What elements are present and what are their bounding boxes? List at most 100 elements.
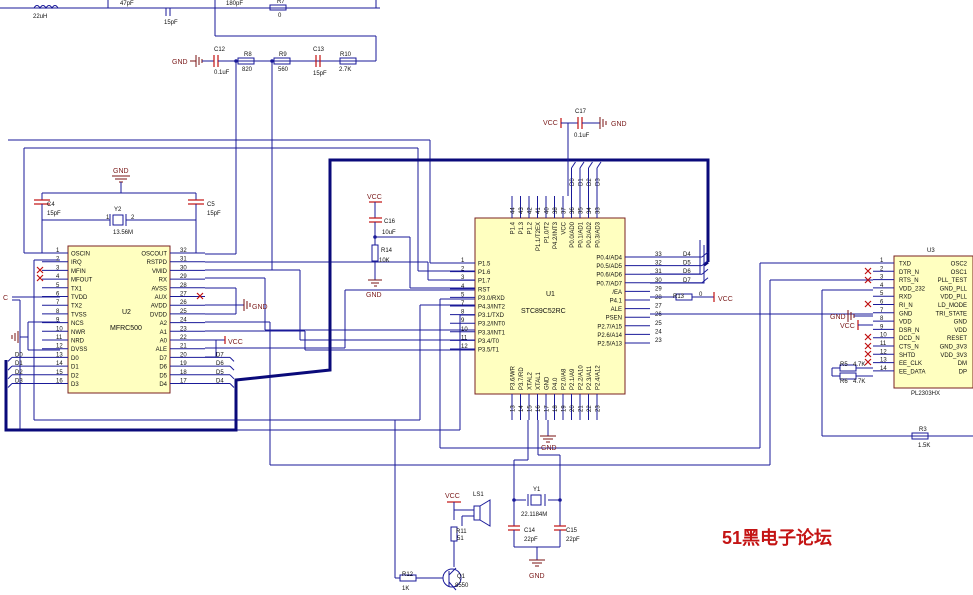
u1-pin-number: 18 [553,405,559,412]
u2-pin-label: OSCIN [71,252,90,258]
inductor-value: 22uH [33,14,47,20]
u2-no-connect-marks [36,266,204,300]
u3-pin-label-right: OSC2 [951,262,968,268]
u1-pin-number: 27 [655,304,662,310]
u3-pin-label-left: DSR_N [899,328,919,334]
c15-value: 22pF [566,537,580,543]
u1-pin-label: P2.0/A8 [562,368,568,390]
u1-pin-label: P0.1/AD1 [579,221,585,247]
u2-bus-entry [229,365,235,371]
u2-pin-number: 25 [180,309,187,315]
u2-net-label: D5 [216,370,224,376]
u2-pin-number: 10 [56,326,63,332]
q1-name: Q1 [457,574,466,580]
u1-pin-label: P4.3/INT2 [478,305,506,311]
u2-pin-label: TX2 [71,304,83,310]
u1-pin-label: VCC [562,221,568,234]
u1-pin-label: P3.3/INT1 [478,330,506,336]
u1-bus-entry [588,161,593,169]
u1-bus-entry [701,277,709,284]
u3-part: PL2303HX [911,391,940,397]
u1-pin-label: P3.1/TXD [478,313,505,319]
u2-pin-number: 30 [180,265,187,271]
u1-section: U1 STC89C52RC 1P1.52P1.63P1.74RST5P3.0/R… [450,161,873,452]
r7-value: 0 [278,13,282,19]
u3-pin-number: 13 [880,358,887,364]
u1-pin-number: 44 [511,207,517,214]
u1-pin-label: P0.0/AD0 [570,221,576,247]
u2-pin-label: A0 [160,339,168,345]
u2-pin-number: 19 [180,361,187,367]
u1-pin-number: 38 [553,207,559,214]
u1-pin-label: P3.4/T0 [478,339,500,345]
u1-pin-number: 33 [655,252,662,258]
u3-pin-label-right: PLL_TEST [938,278,968,284]
u1-pin-number: 22 [587,405,593,412]
u1-pin-number: 9 [461,318,465,324]
u1-pin-number: 2 [461,267,465,273]
u3-pin-label-left: RI_N [899,303,913,309]
u1-pin-number: 33 [596,207,602,214]
u3-pin-label-right: DM [958,361,967,367]
c14-name: C14 [524,528,536,534]
crystal-section: Y1 22.1184M C14 22pF C15 22pF GND [508,420,580,580]
r3-value: 1.5K [918,443,930,449]
u3-pin-label-left: CTS_N [899,345,919,351]
u1-pin-label: XTAL1 [536,371,542,390]
u1-pin-number: 30 [655,278,662,284]
r14-value: 10K [379,258,390,264]
c4-value: 15pF [47,211,61,217]
u1-pin-number: 1 [461,258,465,264]
c17-section: VCC GND C17 0.1uF [543,109,627,196]
u3-pin-label-left: RXD [899,295,912,301]
y1-value: 22.1184M [521,512,547,518]
u1-pin-label: P1.4 [511,221,517,234]
u2-pin-number: 2 [56,257,60,263]
u1-pin-label: XTAL2 [528,371,534,390]
u3-gnd-label: GND [830,314,846,321]
u1-pin-number: 8 [461,310,465,316]
u1-bus-entry [701,260,709,266]
u1-pin-number: 23 [596,405,602,412]
u2-pin-number: 21 [180,344,187,350]
r5-name: R5 [840,362,848,368]
c16-vcc-label: VCC [367,194,382,201]
u2-pin-number: 17 [180,379,187,385]
r9-name: R9 [279,52,287,58]
c12-value: 0.1uF [214,70,230,76]
u2-pin-label: RSTPD [147,260,168,266]
u3-pin-label-right: VDD_3V3 [940,353,967,359]
u2-pin-label: NCS [71,321,84,327]
u3-pin-label-left: VDD [899,320,912,326]
u1-net-label: D4 [683,252,691,258]
u1-pin-number: 37 [562,207,568,214]
r13-value: 0 [699,292,703,298]
u3-pin-number: 12 [880,349,887,355]
u2-pin-number: 9 [56,318,60,324]
r9-value: 560 [278,67,289,73]
u2-pin-number: 27 [180,292,187,298]
u1-pin-label: P1.0/T2 [545,221,551,243]
u1-pin-label: P2.6/A14 [597,333,622,339]
u1-pin-label: P1.6 [478,270,491,276]
c16-r14-section: VCC C16 10uF R14 10K GND [366,194,475,299]
u1-pin-label: P2.7/A15 [597,324,622,330]
r11-name: R11 [456,529,467,535]
r12-value: 1K [402,586,409,592]
u1-right-pins: 33P0.4/AD432P0.5/AD531P0.6/AD630P0.7/AD7… [596,252,662,348]
u1-pin-label: P0.5/AD5 [596,264,622,270]
buzzer-vcc-label: VCC [445,493,460,500]
u2-bus-entry [7,357,13,362]
u1-pin-number: 32 [655,261,662,267]
u1-pin-label: P1.7 [478,279,491,285]
r7-name: R7 [277,0,285,5]
u2-net-label: D6 [216,361,224,367]
u3-pin-number: 7 [880,308,884,314]
u2-pin-label: AUX [155,295,167,301]
u1-bus-entry [701,268,709,275]
u1-pin-label: P2.2/A10 [579,365,585,390]
c13-value: 15pF [313,71,327,77]
u2-pin-label: D7 [159,356,167,362]
